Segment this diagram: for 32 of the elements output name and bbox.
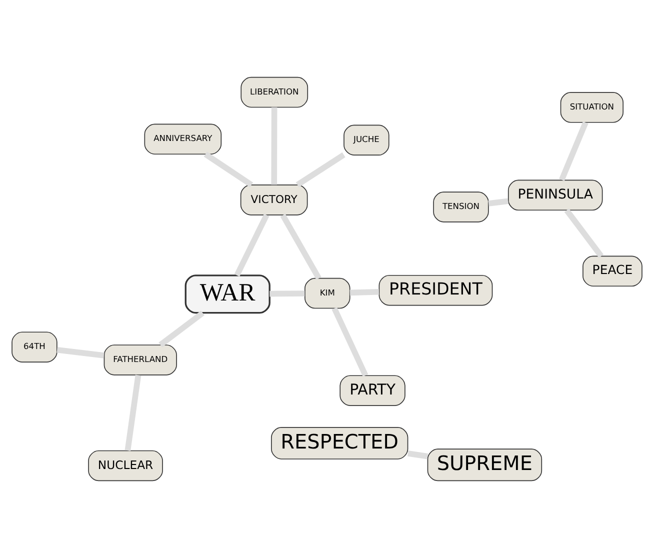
connector [332, 306, 368, 376]
connector [280, 213, 322, 280]
node-box: ANNIVERSARY [144, 123, 222, 154]
node-box: SUPREME [427, 448, 542, 481]
node-box: JUCHE [344, 124, 390, 155]
connector [564, 208, 604, 258]
connector [124, 374, 142, 450]
node-box: PENINSULA [508, 179, 603, 210]
node-box: RESPECTED [271, 426, 408, 459]
connector [488, 198, 509, 206]
node-box: 64TH [12, 331, 58, 362]
connector [271, 106, 278, 184]
node-box: PEACE [582, 255, 642, 286]
node-box: NUCLEAR [88, 450, 163, 481]
connector [296, 152, 346, 187]
connector [204, 151, 254, 187]
node-box: KIM [304, 277, 350, 308]
connector [270, 290, 305, 296]
node-box: LIBERATION [240, 76, 308, 108]
node-box: WAR [184, 274, 270, 314]
node-box: SITUATION [560, 92, 624, 122]
node-box: PARTY [340, 374, 406, 406]
connector [56, 346, 104, 358]
connector [559, 120, 588, 181]
node-box: TENSION [433, 191, 489, 222]
node-box: VICTORY [240, 184, 308, 215]
connector [350, 288, 380, 296]
connector [234, 213, 270, 276]
connector [158, 310, 204, 347]
node-box: PRESIDENT [378, 274, 493, 306]
connector [407, 450, 428, 459]
node-box: FATHERLAND [104, 344, 177, 375]
